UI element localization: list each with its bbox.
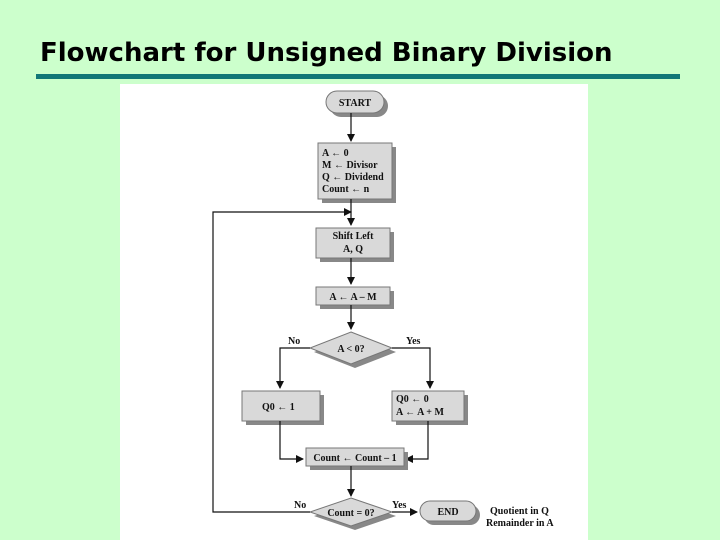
decrement-box: Count ← Count – 1 — [305, 447, 408, 470]
set-q0-label: Q0 ← 1 — [262, 402, 295, 413]
count-no-label: No — [294, 500, 306, 511]
arrow-setq0-to-decrement — [279, 421, 304, 463]
count-decision-diamond: Count = 0? — [308, 497, 396, 530]
restore-box: Q0 ← 0 A ← A + M — [391, 390, 468, 425]
arrow-loop-back — [212, 208, 352, 513]
sign-decision-diamond: A < 0? — [308, 331, 396, 368]
sign-yes-label: Yes — [406, 336, 421, 347]
init-line-m: M ← Divisor — [322, 160, 378, 171]
shift-left-operands: A, Q — [343, 244, 363, 255]
count-yes-label: Yes — [392, 500, 407, 511]
init-line-q: Q ← Dividend — [322, 172, 384, 183]
init-box: A ← 0 M ← Divisor Q ← Dividend Count ← n — [317, 142, 396, 203]
flowchart-diagram: START A ← 0 M ← Divisor Q ← Dividend Cou… — [212, 90, 554, 530]
start-terminator: START — [325, 90, 388, 117]
flowchart-panel: START A ← 0 M ← Divisor Q ← Dividend Cou… — [120, 84, 588, 540]
set-q0-box: Q0 ← 1 — [241, 390, 324, 425]
sign-decision-label: A < 0? — [337, 344, 364, 355]
end-label: END — [437, 507, 458, 518]
shift-left-label: Shift Left — [333, 231, 375, 242]
subtract-label: A ← A – M — [329, 292, 377, 303]
arrow-no-branch — [276, 347, 310, 389]
slide-title: Flowchart for Unsigned Binary Division — [40, 38, 613, 68]
arrow-restore-to-decrement — [405, 421, 429, 463]
end-terminator: END — [419, 500, 480, 525]
arrow-yes-branch — [392, 347, 434, 389]
subtract-box: A ← A – M — [315, 286, 394, 309]
init-line-a: A ← 0 — [322, 148, 349, 159]
quotient-note: Quotient in Q — [490, 506, 549, 517]
shift-left-box: Shift Left A, Q — [315, 227, 394, 262]
init-line-count: Count ← n — [322, 184, 370, 195]
sign-no-label: No — [288, 336, 300, 347]
decrement-label: Count ← Count – 1 — [313, 453, 396, 464]
restore-line-q0: Q0 ← 0 — [396, 394, 429, 405]
restore-line-a: A ← A + M — [396, 407, 444, 418]
remainder-note: Remainder in A — [486, 518, 554, 529]
title-underline — [36, 74, 680, 79]
count-decision-label: Count = 0? — [327, 508, 374, 519]
start-label: START — [339, 98, 372, 109]
